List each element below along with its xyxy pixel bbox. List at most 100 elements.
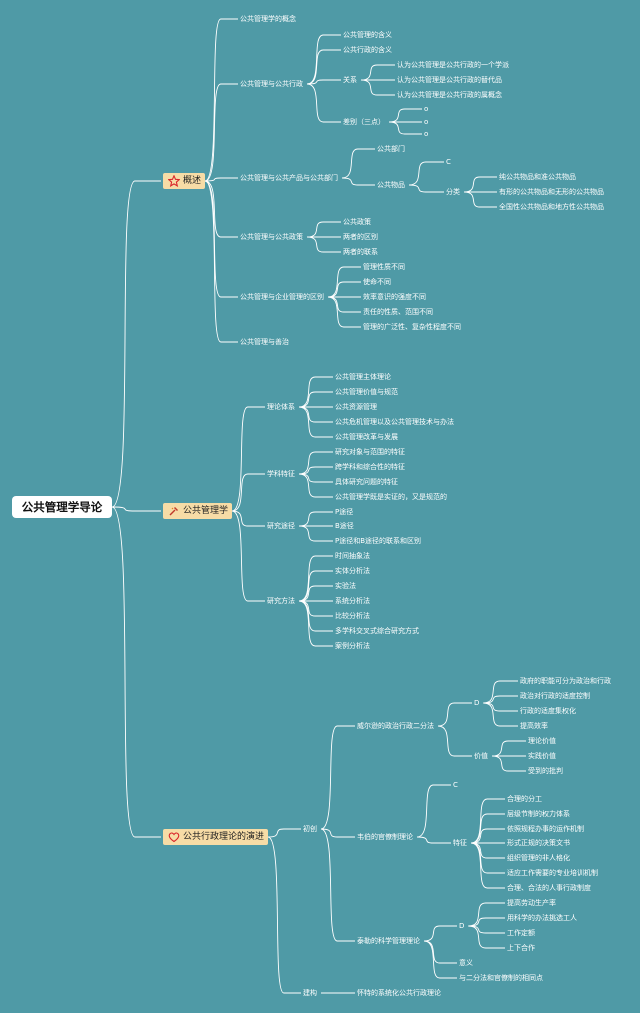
branch-child-child-child-node[interactable]: 提高效率	[520, 721, 548, 730]
branch-child-node[interactable]: 公共管理的含义	[343, 30, 392, 39]
branch-child-child-node[interactable]: 意义	[459, 958, 473, 967]
branch-node[interactable]: 理论体系	[267, 402, 295, 411]
branch-node[interactable]: 公共管理与企业管理的区别	[240, 292, 324, 301]
branch-child-node[interactable]: 跨学科和综合性的特征	[335, 462, 405, 471]
branch-child-child-child-node[interactable]: 合理、合法的人事行政制度	[507, 883, 591, 892]
branch-child-child-child-node[interactable]: 依照规程办事的运作机制	[507, 824, 584, 833]
branch-child-node[interactable]: 公共部门	[377, 144, 405, 153]
branch-child-child-node[interactable]: 认为公共管理是公共行政的一个学派	[397, 60, 509, 69]
branch-child-node[interactable]: P途径	[335, 507, 354, 516]
branch-node[interactable]: 公共管理学的概念	[240, 14, 296, 23]
branch-child-node[interactable]: 公共物品	[377, 180, 405, 189]
branch-child-child-child-node[interactable]: 实践价值	[528, 751, 556, 760]
branch-child-child-node[interactable]: 与二分法和官僚制的相同点	[459, 973, 543, 982]
branch-child-child-child-node[interactable]: 合理的分工	[507, 794, 542, 803]
branch-child-child-child-node[interactable]: 工作定额	[507, 928, 535, 937]
branch-child-child-child-node[interactable]: 适应工作需要的专业培训机制	[507, 868, 598, 877]
branch-node[interactable]: 公共管理与公共行政	[240, 79, 303, 88]
branch-child-node[interactable]: 具体研究问题的特征	[335, 477, 398, 486]
branch-node[interactable]: 研究方法	[267, 596, 295, 605]
section-header-2[interactable]: 公共管理学	[163, 503, 233, 519]
branch-child-child-node[interactable]: 特征	[453, 838, 467, 847]
connector-line	[468, 925, 505, 949]
branch-child-node[interactable]: 公共管理改革与发展	[335, 432, 398, 441]
branch-node[interactable]: 建构	[303, 988, 317, 997]
branch-child-child-node[interactable]: 分类	[446, 187, 460, 196]
branch-child-node[interactable]: 公共政策	[343, 217, 371, 226]
section-header-1[interactable]: 概述	[163, 173, 206, 189]
branch-child-node[interactable]: 公共危机管理以及公共管理技术与办法	[335, 417, 454, 426]
connector-line	[388, 108, 422, 123]
branch-child-node[interactable]: 案例分析法	[335, 641, 370, 650]
branch-child-child-child-node[interactable]: 行政的适度集权化	[520, 706, 576, 715]
branch-child-node[interactable]: 使命不同	[363, 277, 391, 286]
branch-node[interactable]: 学科特征	[267, 469, 295, 478]
section-label: 概述	[183, 176, 202, 186]
branch-child-child-node[interactable]: D	[474, 698, 480, 707]
connector-line	[360, 64, 395, 81]
branch-child-node[interactable]: 两者的联系	[343, 247, 378, 256]
branch-child-node[interactable]: 公共行政的含义	[343, 45, 392, 54]
connector-line	[298, 555, 333, 602]
branch-child-child-child-node[interactable]: 用科学的办法挑选工人	[507, 913, 577, 922]
branch-child-child-node[interactable]: 认为公共管理是公共行政的属概念	[397, 90, 502, 99]
branch-node[interactable]: 研究途径	[267, 521, 295, 530]
branch-child-node[interactable]: 研究对象与范围的特征	[335, 447, 405, 456]
branch-child-child-node[interactable]: 价值	[474, 751, 488, 760]
branch-child-node[interactable]: 系统分析法	[335, 596, 370, 605]
connector-line	[483, 695, 518, 704]
branch-child-child-child-node[interactable]: 受到的批判	[528, 766, 563, 775]
branch-child-child-child-node[interactable]: 政治对行政的适度控制	[520, 691, 590, 700]
connector-line	[306, 83, 341, 123]
branch-child-node[interactable]: 关系	[343, 75, 357, 84]
branch-child-node[interactable]: 实验法	[335, 581, 356, 590]
branch-child-node[interactable]: 多学科交叉式综合研究方式	[335, 626, 419, 635]
branch-child-child-child-node[interactable]: 上下合作	[507, 943, 535, 952]
branch-child-child-node[interactable]: C	[446, 157, 451, 166]
branch-child-child-child-node[interactable]: 全国性公共物品和地方性公共物品	[499, 202, 604, 211]
branch-child-node[interactable]: B途径	[335, 521, 354, 530]
connector-line	[423, 925, 457, 942]
branch-child-node[interactable]: 泰勒的科学管理理论	[357, 936, 420, 945]
branch-node[interactable]: 公共管理与善治	[240, 337, 289, 346]
branch-child-child-child-node[interactable]: 纯公共物品和准公共物品	[499, 172, 576, 181]
branch-child-child-node[interactable]: o	[424, 129, 429, 138]
root-node[interactable]: 公共管理学导论	[12, 496, 112, 518]
branch-child-child-child-node[interactable]: 有形的公共物品和无形的公共物品	[499, 187, 604, 196]
branch-child-child-child-node[interactable]: 提高劳动生产率	[507, 898, 556, 907]
branch-child-child-node[interactable]: D	[459, 921, 465, 930]
branch-child-node[interactable]: 韦伯的官僚制理论	[357, 832, 413, 841]
branch-child-node[interactable]: 比较分析法	[335, 611, 370, 620]
branch-child-node[interactable]: 责任的性质、范围不同	[363, 307, 433, 316]
branch-child-node[interactable]: 效率意识的强度不同	[363, 292, 426, 301]
branch-child-node[interactable]: 实体分析法	[335, 566, 370, 575]
branch-child-node[interactable]: 两者的区别	[343, 232, 378, 241]
branch-node[interactable]: 公共管理与公共政策	[240, 232, 303, 241]
branch-child-node[interactable]: 管理性质不同	[363, 262, 405, 271]
branch-child-node[interactable]: 时间抽象法	[335, 551, 370, 560]
branch-node[interactable]: 初创	[303, 824, 317, 833]
branch-child-node[interactable]: 公共管理主体理论	[335, 372, 391, 381]
branch-child-child-child-node[interactable]: 政府的职能可分为政治和行政	[520, 676, 611, 685]
branch-child-node[interactable]: 公共管理价值与规范	[335, 387, 398, 396]
branch-child-node[interactable]: 公共管理学既是实证的，又是规范的	[335, 492, 447, 501]
branch-child-child-child-node[interactable]: 层级节制的权力体系	[507, 809, 570, 818]
branch-child-child-child-node[interactable]: 形式正规的决策文书	[507, 838, 570, 847]
branch-node[interactable]: 公共管理与公共产品与公共部门	[240, 173, 338, 182]
branch-child-node[interactable]: 公共资源管理	[335, 402, 377, 411]
section-header-3[interactable]: 公共行政理论的演进	[163, 829, 269, 845]
branch-child-child-child-node[interactable]: 理论价值	[528, 736, 556, 745]
branch-child-node[interactable]: 差别（三点）	[343, 117, 385, 126]
branch-child-child-node[interactable]: o	[424, 117, 429, 126]
branch-child-child-node[interactable]: o	[424, 104, 429, 113]
branch-child-child-node[interactable]: 认为公共管理是公共行政的替代品	[397, 75, 502, 84]
branch-child-child-node[interactable]: C	[453, 780, 458, 789]
branch-child-node[interactable]: 威尔逊的政治行政二分法	[357, 721, 434, 730]
branch-child-node[interactable]: 怀特的系统化公共行政理论	[357, 988, 441, 997]
branch-child-node[interactable]: P途径和B途径的联系和区别	[335, 536, 422, 545]
connector-line	[204, 83, 238, 182]
branch-child-child-child-node[interactable]: 组织管理的非人格化	[507, 853, 570, 862]
branch-child-node[interactable]: 管理的广泛性、复杂性程度不同	[363, 322, 461, 331]
connector-line	[327, 296, 361, 313]
